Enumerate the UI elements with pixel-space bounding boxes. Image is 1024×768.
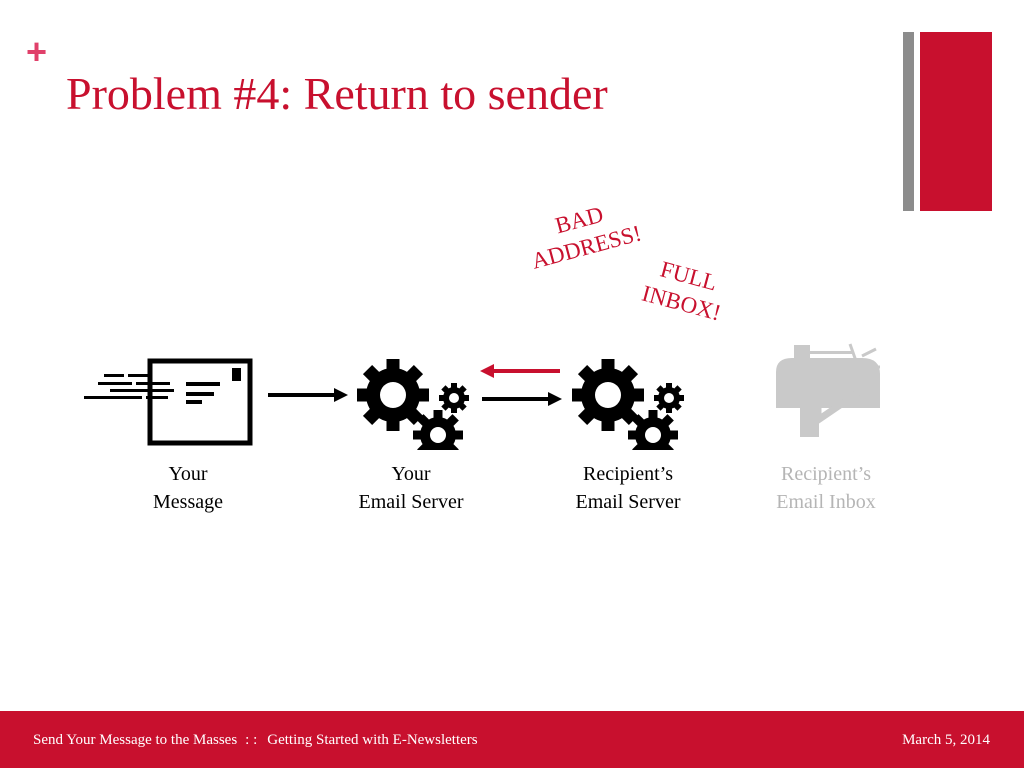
footer-separator: : : <box>245 732 258 748</box>
plus-icon: + <box>26 31 48 72</box>
footer-subtitle: Getting Started with E-Newsletters <box>267 732 478 748</box>
node-label-your-message: Your Message <box>78 460 298 516</box>
page-title: Problem #4: Return to sender <box>66 68 608 119</box>
email-flow-diagram <box>84 343 880 450</box>
node-label-line: Your <box>391 463 431 485</box>
mailbox-icon <box>776 343 880 437</box>
node-label-recipient-email-inbox: Recipient’s Email Inbox <box>716 460 936 516</box>
gear-shape <box>413 410 463 450</box>
decorative-gray-bar <box>903 32 914 211</box>
gear-shape <box>654 383 684 413</box>
gear-shape <box>439 383 469 413</box>
envelope-icon <box>84 358 253 446</box>
footer-bar: Send Your Message to the Masses : : Gettin… <box>0 711 1024 768</box>
node-label-line: Recipient’s <box>781 463 871 485</box>
gears-icon <box>357 359 469 450</box>
node-label-line: Email Server <box>575 491 681 513</box>
gear-shape <box>628 410 678 450</box>
node-label-line: Email Inbox <box>776 491 876 513</box>
arrow-server-to-server <box>482 392 562 406</box>
footer-presentation-title: Send Your Message to the Masses <box>33 732 238 748</box>
gear-shape <box>357 359 429 431</box>
node-label-line: Message <box>153 491 223 513</box>
node-label-line: Email Server <box>358 491 464 513</box>
node-label-line: Your <box>168 463 208 485</box>
node-label-your-email-server: Your Email Server <box>301 460 521 516</box>
node-label-recipient-email-server: Recipient’s Email Server <box>518 460 738 516</box>
full-inbox-callout: FULL INBOX! <box>615 246 755 334</box>
footer-date: March 5, 2014 <box>902 732 990 748</box>
arrow-message-to-server <box>268 388 348 402</box>
node-label-line: Recipient’s <box>583 463 673 485</box>
gears-icon <box>572 359 684 450</box>
decorative-red-block <box>920 32 992 211</box>
footer-left: Send Your Message to the Masses : : Gettin… <box>33 732 478 749</box>
arrow-return-to-sender <box>480 364 560 378</box>
gear-shape <box>572 359 644 431</box>
